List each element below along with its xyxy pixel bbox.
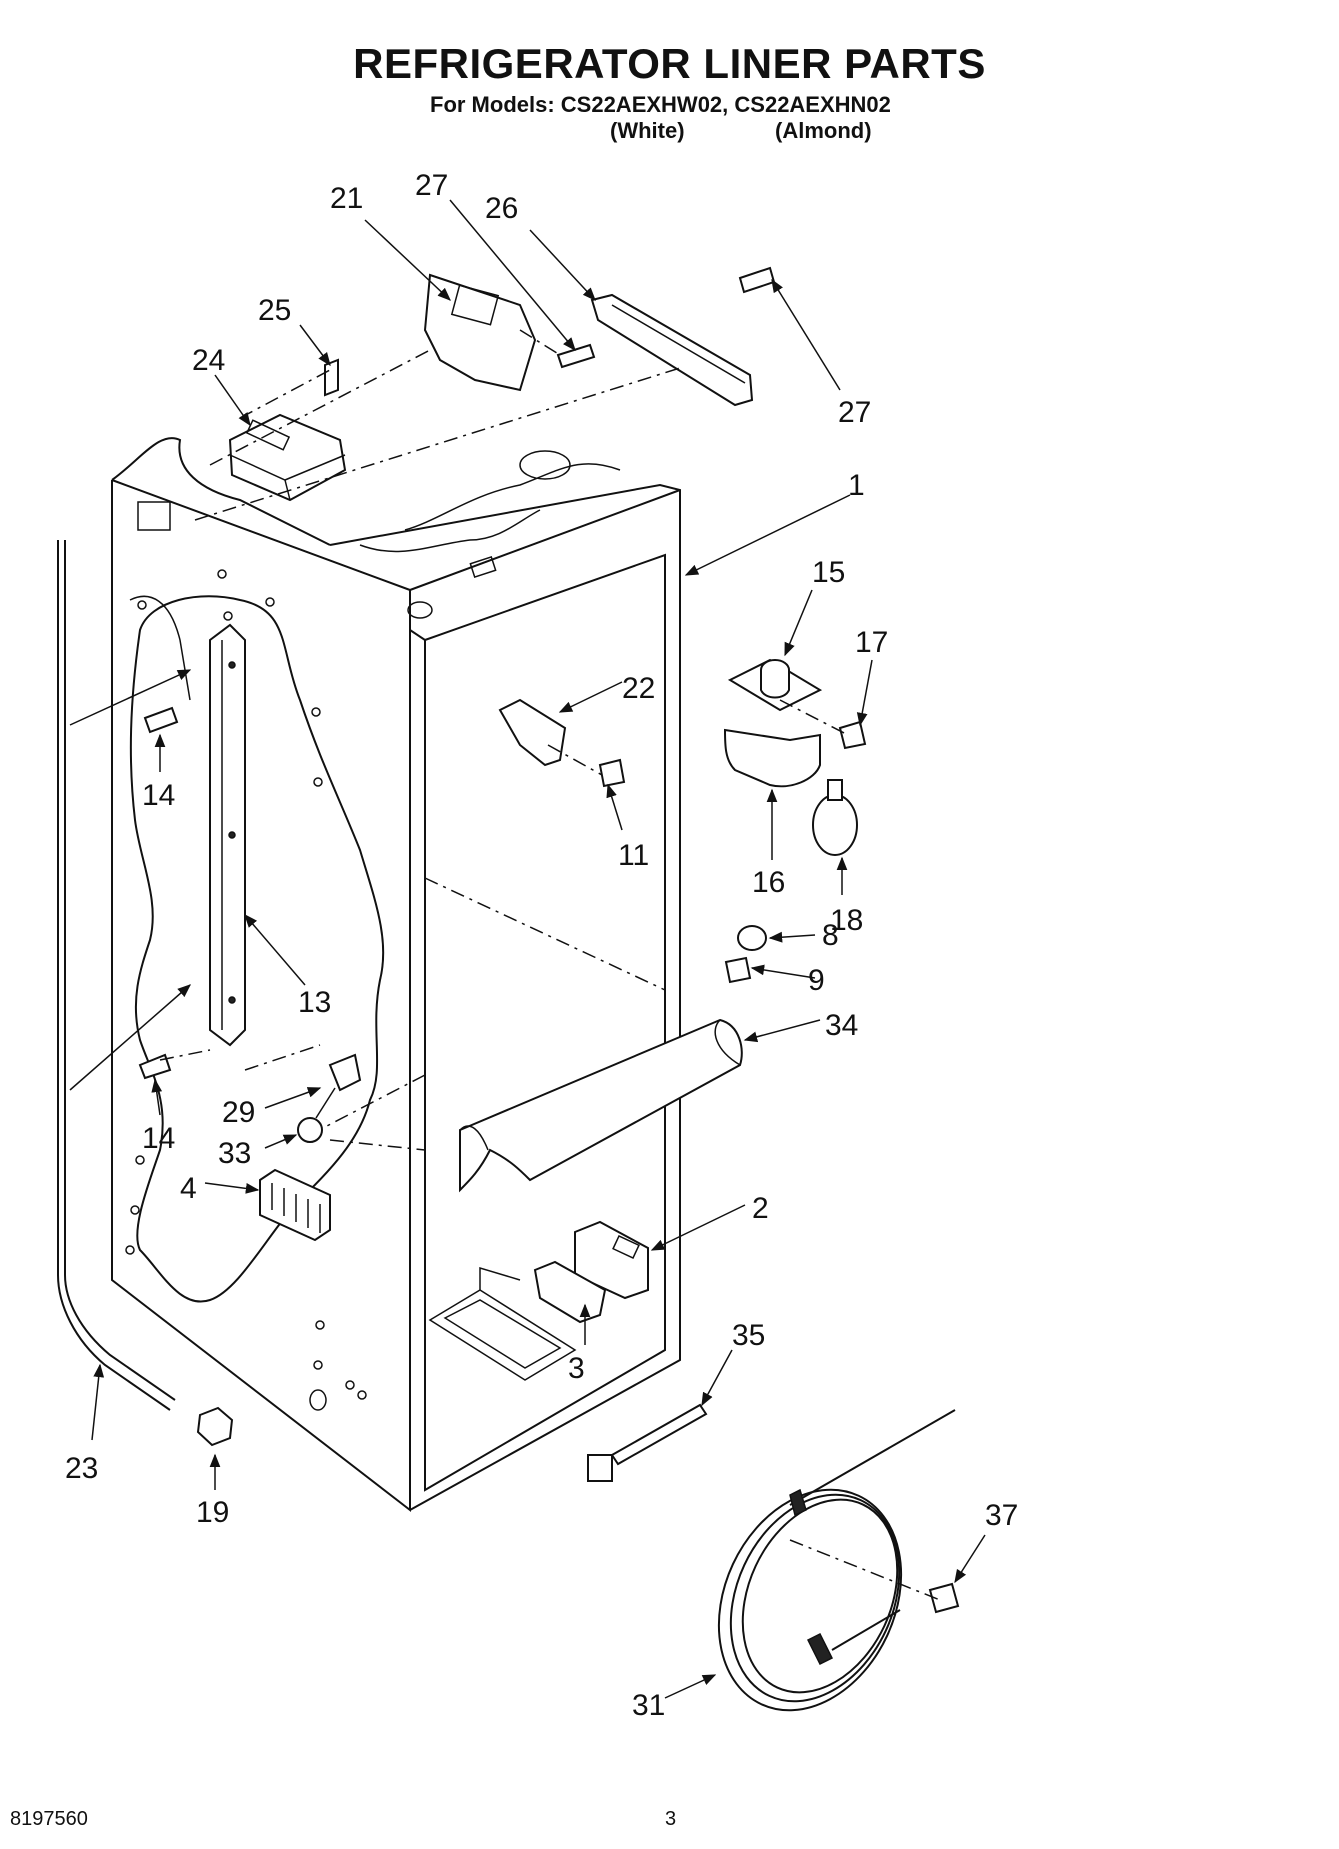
part-9-screw <box>724 956 752 984</box>
callout-14: 14 <box>142 779 175 812</box>
part-25-clip <box>324 358 339 397</box>
part-18-bulb <box>812 779 858 856</box>
page-number: 3 <box>665 1808 677 1830</box>
part-22-bracket <box>498 698 567 767</box>
part-21-bracket <box>423 273 537 392</box>
callout-3: 3 <box>568 1352 585 1385</box>
part-26-strip <box>590 293 754 407</box>
part-31-water-tube-coil <box>717 1409 956 1712</box>
callout-37: 37 <box>985 1499 1018 1532</box>
part-27-screw-a <box>556 343 596 369</box>
callout-21: 21 <box>330 182 363 215</box>
callout-16: 16 <box>752 866 785 899</box>
part-34-shelf-cover <box>459 1018 743 1193</box>
callout-27: 27 <box>415 169 448 202</box>
part-14-screw-a <box>143 706 179 734</box>
callout-17: 17 <box>855 626 888 659</box>
part-19-nut <box>196 1406 234 1447</box>
callout-18: 18 <box>830 904 863 937</box>
callout-26: 26 <box>485 192 518 225</box>
page-title: REFRIGERATOR LINER PARTS <box>353 40 986 87</box>
callout-4: 4 <box>180 1172 197 1205</box>
callout-13: 13 <box>298 986 331 1019</box>
callout-19: 19 <box>196 1496 229 1529</box>
part-35-tie-strap <box>587 1403 708 1482</box>
color-almond-label: (Almond) <box>775 118 872 143</box>
part-8-grommet <box>737 925 767 951</box>
callout-2: 2 <box>752 1192 769 1225</box>
callout-33: 33 <box>218 1137 251 1170</box>
callout-11: 11 <box>618 839 649 872</box>
callout-9: 9 <box>808 964 825 997</box>
part-11-screw <box>598 758 626 788</box>
callout-labels: 21 27 26 25 24 27 1 15 17 22 14 11 16 18… <box>65 169 1018 1722</box>
part-23-gasket <box>64 540 176 1401</box>
callout-23: 23 <box>65 1452 98 1485</box>
part-4-grille <box>259 1168 331 1242</box>
part-15-light-socket <box>727 658 823 712</box>
callout-1: 1 <box>848 469 865 502</box>
part-14-screw-b <box>138 1053 172 1080</box>
part-29-switch <box>328 1053 362 1092</box>
callout-31: 31 <box>632 1689 665 1722</box>
part-37-screw <box>928 1582 960 1614</box>
callout-34: 34 <box>825 1009 858 1042</box>
callout-22: 22 <box>622 672 655 705</box>
part-13-vertical-rail <box>209 623 246 1047</box>
callout-29: 29 <box>222 1096 255 1129</box>
color-white-label: (White) <box>610 118 685 143</box>
part-24-control-housing <box>228 413 347 502</box>
part-17-screw <box>838 720 867 750</box>
liner-cabinet <box>111 437 681 1513</box>
leader-lines <box>69 199 986 1699</box>
callout-14: 14 <box>142 1122 175 1155</box>
doc-number: 8197560 <box>10 1808 88 1830</box>
callout-24: 24 <box>192 344 225 377</box>
part-33-bulb <box>297 1117 323 1143</box>
part-27-screw-b <box>738 266 776 294</box>
part-16-light-shield <box>723 728 821 788</box>
callout-25: 25 <box>258 294 291 327</box>
callout-15: 15 <box>812 556 845 589</box>
models-line: For Models: CS22AEXHW02, CS22AEXHN02 <box>430 92 891 117</box>
callout-8: 8 <box>822 919 839 952</box>
callout-27: 27 <box>838 396 871 429</box>
callout-35: 35 <box>732 1319 765 1352</box>
